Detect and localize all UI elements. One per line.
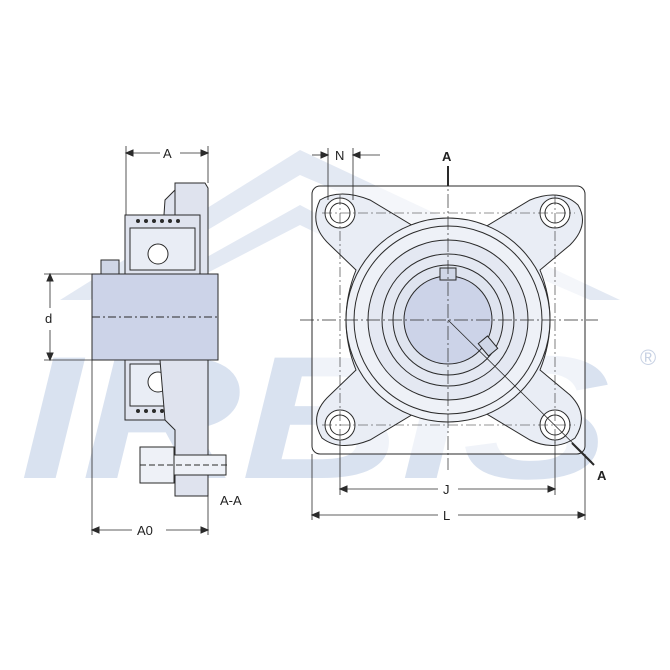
dim-N-label: N xyxy=(335,148,344,163)
dim-L-label: L xyxy=(443,508,450,523)
dim-N-arrow-right xyxy=(351,151,361,159)
dim-A0-arrow-right xyxy=(200,526,210,534)
section-line-diagonal xyxy=(447,319,593,463)
dim-J-label: J xyxy=(443,482,450,497)
dim-d-label: d xyxy=(45,311,52,326)
section-mark-top: A xyxy=(442,149,452,164)
dim-A0-label: A0 xyxy=(137,523,153,538)
registered-mark: ® xyxy=(640,345,656,370)
dim-d-arrow-top xyxy=(46,272,54,282)
section-label: A-A xyxy=(220,493,242,508)
bearing-ring-3 xyxy=(381,253,515,387)
dim-A0-arrow-left xyxy=(90,526,100,534)
set-screw-front-2 xyxy=(477,335,499,357)
dim-A-arrow-left xyxy=(124,149,134,157)
section-mark-bottom: A xyxy=(597,468,607,483)
dim-A-label: A xyxy=(163,146,172,161)
set-screw xyxy=(100,259,120,275)
front-view xyxy=(300,148,598,520)
ball-upper xyxy=(147,243,169,265)
dim-J-arrow-right xyxy=(547,485,557,493)
side-section-view xyxy=(44,146,230,535)
dim-N-arrow-left xyxy=(320,151,330,159)
section-line-diagonal-end xyxy=(571,442,595,466)
seal-dots-upper xyxy=(136,219,180,223)
dim-J-arrow-left xyxy=(338,485,348,493)
dim-A-arrow-right xyxy=(200,149,210,157)
dim-L-arrow-left xyxy=(310,511,320,519)
dim-L-arrow-right xyxy=(577,511,587,519)
dim-d-arrow-bottom xyxy=(46,352,54,362)
